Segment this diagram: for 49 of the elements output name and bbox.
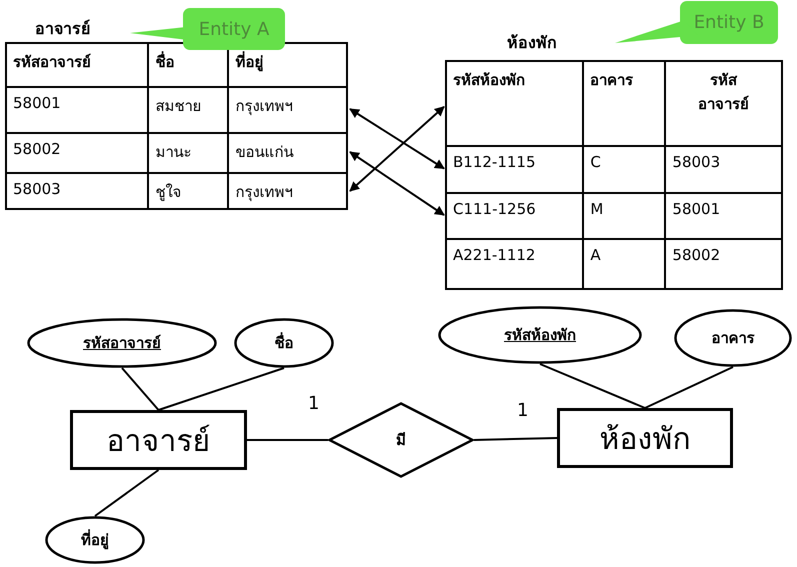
table-cell: 58001 (664, 194, 782, 238)
table-cell: ชูใจ (147, 174, 228, 208)
table-cell-text: A221-1112 (452, 245, 536, 266)
table-cell-text: B112-1115 (452, 152, 537, 173)
table-cell-text: 58001 (12, 93, 62, 114)
double-arrow (349, 151, 445, 216)
table-cell: กรุงเทพฯ (227, 174, 346, 208)
header-cell-text: รหัสอาจารย์ (12, 52, 92, 73)
attribute-ellipse: ชื่อ (234, 318, 334, 368)
table-cell: 58003 (664, 147, 782, 192)
table-row (5, 132, 348, 172)
connector-line (121, 367, 160, 411)
table-row (5, 86, 348, 132)
relationship-diamond: มี (328, 402, 474, 478)
table-row (5, 172, 348, 210)
connector-line (247, 439, 328, 441)
connector-line (94, 469, 160, 517)
connector-line (474, 437, 558, 441)
table-cell-text: 58002 (12, 139, 62, 160)
table-cell: M (582, 194, 664, 238)
connector-line (540, 363, 646, 409)
double-arrow (349, 106, 445, 192)
table-cell: สมชาย (147, 88, 228, 132)
table-cell: A (582, 240, 664, 288)
table-cell: 58002 (664, 240, 782, 288)
table-cell: มานะ (147, 134, 228, 172)
table-cell: C (582, 147, 664, 192)
header-cell-text: รหัสห้องพัก (452, 70, 526, 91)
attribute-ellipse: รหัสอาจารย์ (27, 318, 217, 368)
table-row (445, 192, 783, 238)
entity-box: ห้องพัก (557, 408, 733, 468)
attribute-ellipse: ที่อยู่ (45, 516, 145, 564)
attribute-ellipse: รหัสห้องพัก (438, 306, 642, 364)
header-cell: รหัส อาจารย์ (664, 62, 781, 145)
table-title: อาจารย์ (35, 18, 90, 40)
table-row (445, 238, 783, 290)
entity-box: อาจารย์ (70, 410, 247, 470)
table-cell: กรุงเทพฯ (227, 88, 346, 132)
table-row (445, 60, 783, 145)
table-cell-text: 58003 (12, 179, 62, 200)
connector-line (644, 366, 734, 409)
double-arrow (349, 108, 445, 170)
table-title: ห้องพัก (507, 32, 557, 54)
table-cell-text: C111-1256 (452, 199, 537, 220)
table-row (445, 145, 783, 192)
header-cell: อาคาร (582, 62, 664, 145)
attribute-ellipse: อาคาร (674, 309, 792, 367)
table-cell: ขอนแก่น (227, 134, 346, 172)
connector-line (158, 367, 284, 411)
